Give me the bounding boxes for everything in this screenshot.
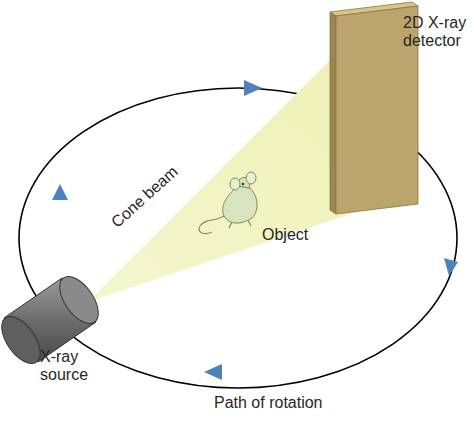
detector-side	[330, 12, 336, 214]
path-label: Path of rotation	[214, 394, 354, 412]
object-label: Object	[262, 226, 332, 244]
mouse-object	[199, 172, 257, 234]
rotation-arrows	[52, 80, 458, 380]
detector-label: 2D X-ray detector	[403, 14, 471, 51]
source-label: X-ray source	[40, 348, 98, 385]
